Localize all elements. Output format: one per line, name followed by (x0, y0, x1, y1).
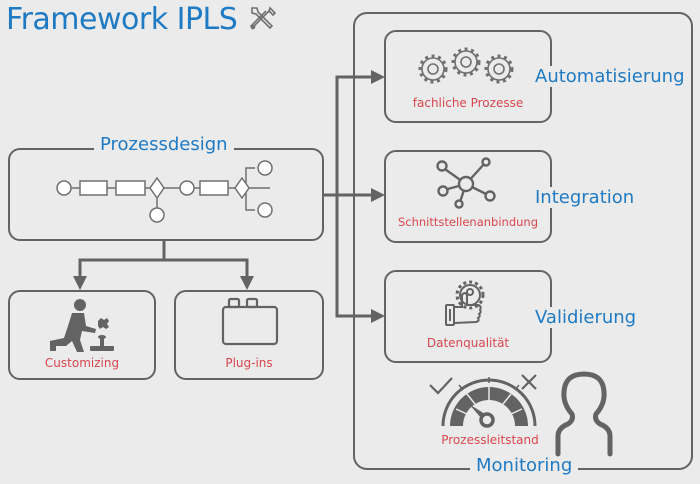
validierung-label: Validierung (533, 307, 637, 328)
prozessleitstand-label: Prozessleitstand (441, 433, 539, 447)
x-icon (521, 374, 537, 390)
connector-to-automatisierung (335, 75, 374, 195)
arrow-plugins (240, 276, 254, 290)
integration-box-label: Schnittstellenanbindung (397, 215, 539, 229)
title-text: Framework IPLS (6, 2, 238, 37)
plugins-label: Plug-ins (225, 356, 273, 370)
integration-label: Integration (533, 187, 635, 208)
prozessdesign-label: Prozessdesign (94, 134, 234, 155)
gauge-icon (429, 374, 537, 428)
kneeling-worker-icon (50, 299, 114, 352)
network-hub-icon (436, 157, 496, 209)
monitoring-label: Monitoring (470, 455, 579, 476)
plugin-block-icon (221, 297, 279, 346)
customizing-box (8, 290, 156, 380)
validierung-box-label: Datenqualität (426, 336, 510, 350)
page-title: Framework IPLS (6, 2, 278, 37)
automatisierung-box-label: fachliche Prozesse (412, 96, 524, 110)
automatisierung-label: Automatisierung (533, 66, 685, 87)
thumbs-up-gear-icon (445, 280, 485, 326)
arrow-automatisierung (371, 70, 385, 84)
connector-to-customizing (78, 258, 249, 280)
process-flow-icon (56, 160, 273, 223)
connector-to-validierung (335, 195, 374, 318)
arrow-customizing (73, 276, 87, 290)
gears-icon (418, 47, 514, 84)
plugins-box (174, 290, 324, 380)
user-silhouette-icon (555, 371, 613, 457)
arrow-validierung (371, 309, 385, 323)
arrow-integration (371, 188, 385, 202)
customizing-label: Customizing (44, 356, 120, 370)
check-icon (429, 377, 453, 395)
tools-icon (250, 6, 277, 30)
